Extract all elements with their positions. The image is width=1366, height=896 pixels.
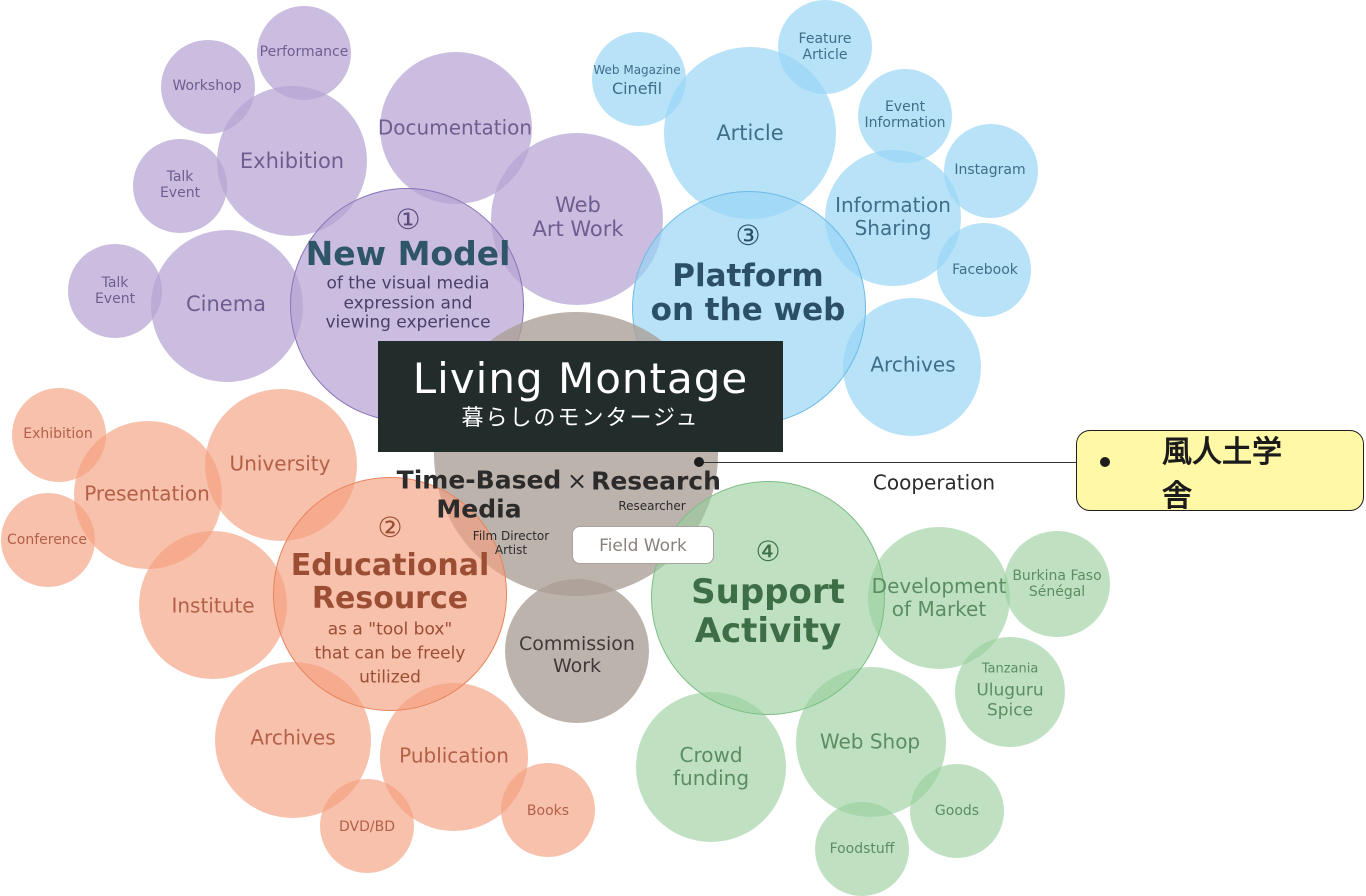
bubble-archives-blue [843, 298, 981, 436]
bubble-article [664, 47, 836, 219]
bubble-institute [139, 531, 287, 679]
bubble-conference [1, 493, 95, 587]
bubble-educational-resource [273, 477, 507, 711]
bubble-performance [257, 6, 351, 100]
bubble-foodstuff [815, 802, 909, 896]
field-work-badge: Field Work [572, 526, 714, 564]
bubble-dvd-bd [320, 779, 414, 873]
bubble-event-information [858, 69, 952, 163]
cooperation-connector-line [699, 462, 1104, 463]
connector-dot-start [694, 457, 704, 467]
bubble-commission-work [505, 579, 649, 723]
bubble-talk-event-1 [133, 139, 227, 233]
bubble-books [501, 763, 595, 857]
bubble-support-activity [651, 481, 885, 715]
bubble-facebook [937, 223, 1031, 317]
core-title-box: Living Montage 暮らしのモンタージュ [378, 341, 783, 452]
bubble-crowd-funding [636, 692, 786, 842]
partner-box [1076, 430, 1364, 511]
connector-dot-end [1100, 457, 1110, 467]
bubble-instagram [944, 124, 1038, 218]
core-title: Living Montage [412, 354, 749, 403]
partner-name: 風人土学舎 [1162, 435, 1282, 514]
bubble-talk-event-2 [68, 244, 162, 338]
bubble-cinema [151, 230, 303, 382]
bubble-goods [910, 764, 1004, 858]
core-subtitle: 暮らしのモンタージュ [461, 406, 700, 431]
label-cooperation: Cooperation [872, 470, 996, 495]
bubble-uluguru-spice [955, 637, 1065, 747]
bubble-burkina-faso [1004, 531, 1110, 637]
